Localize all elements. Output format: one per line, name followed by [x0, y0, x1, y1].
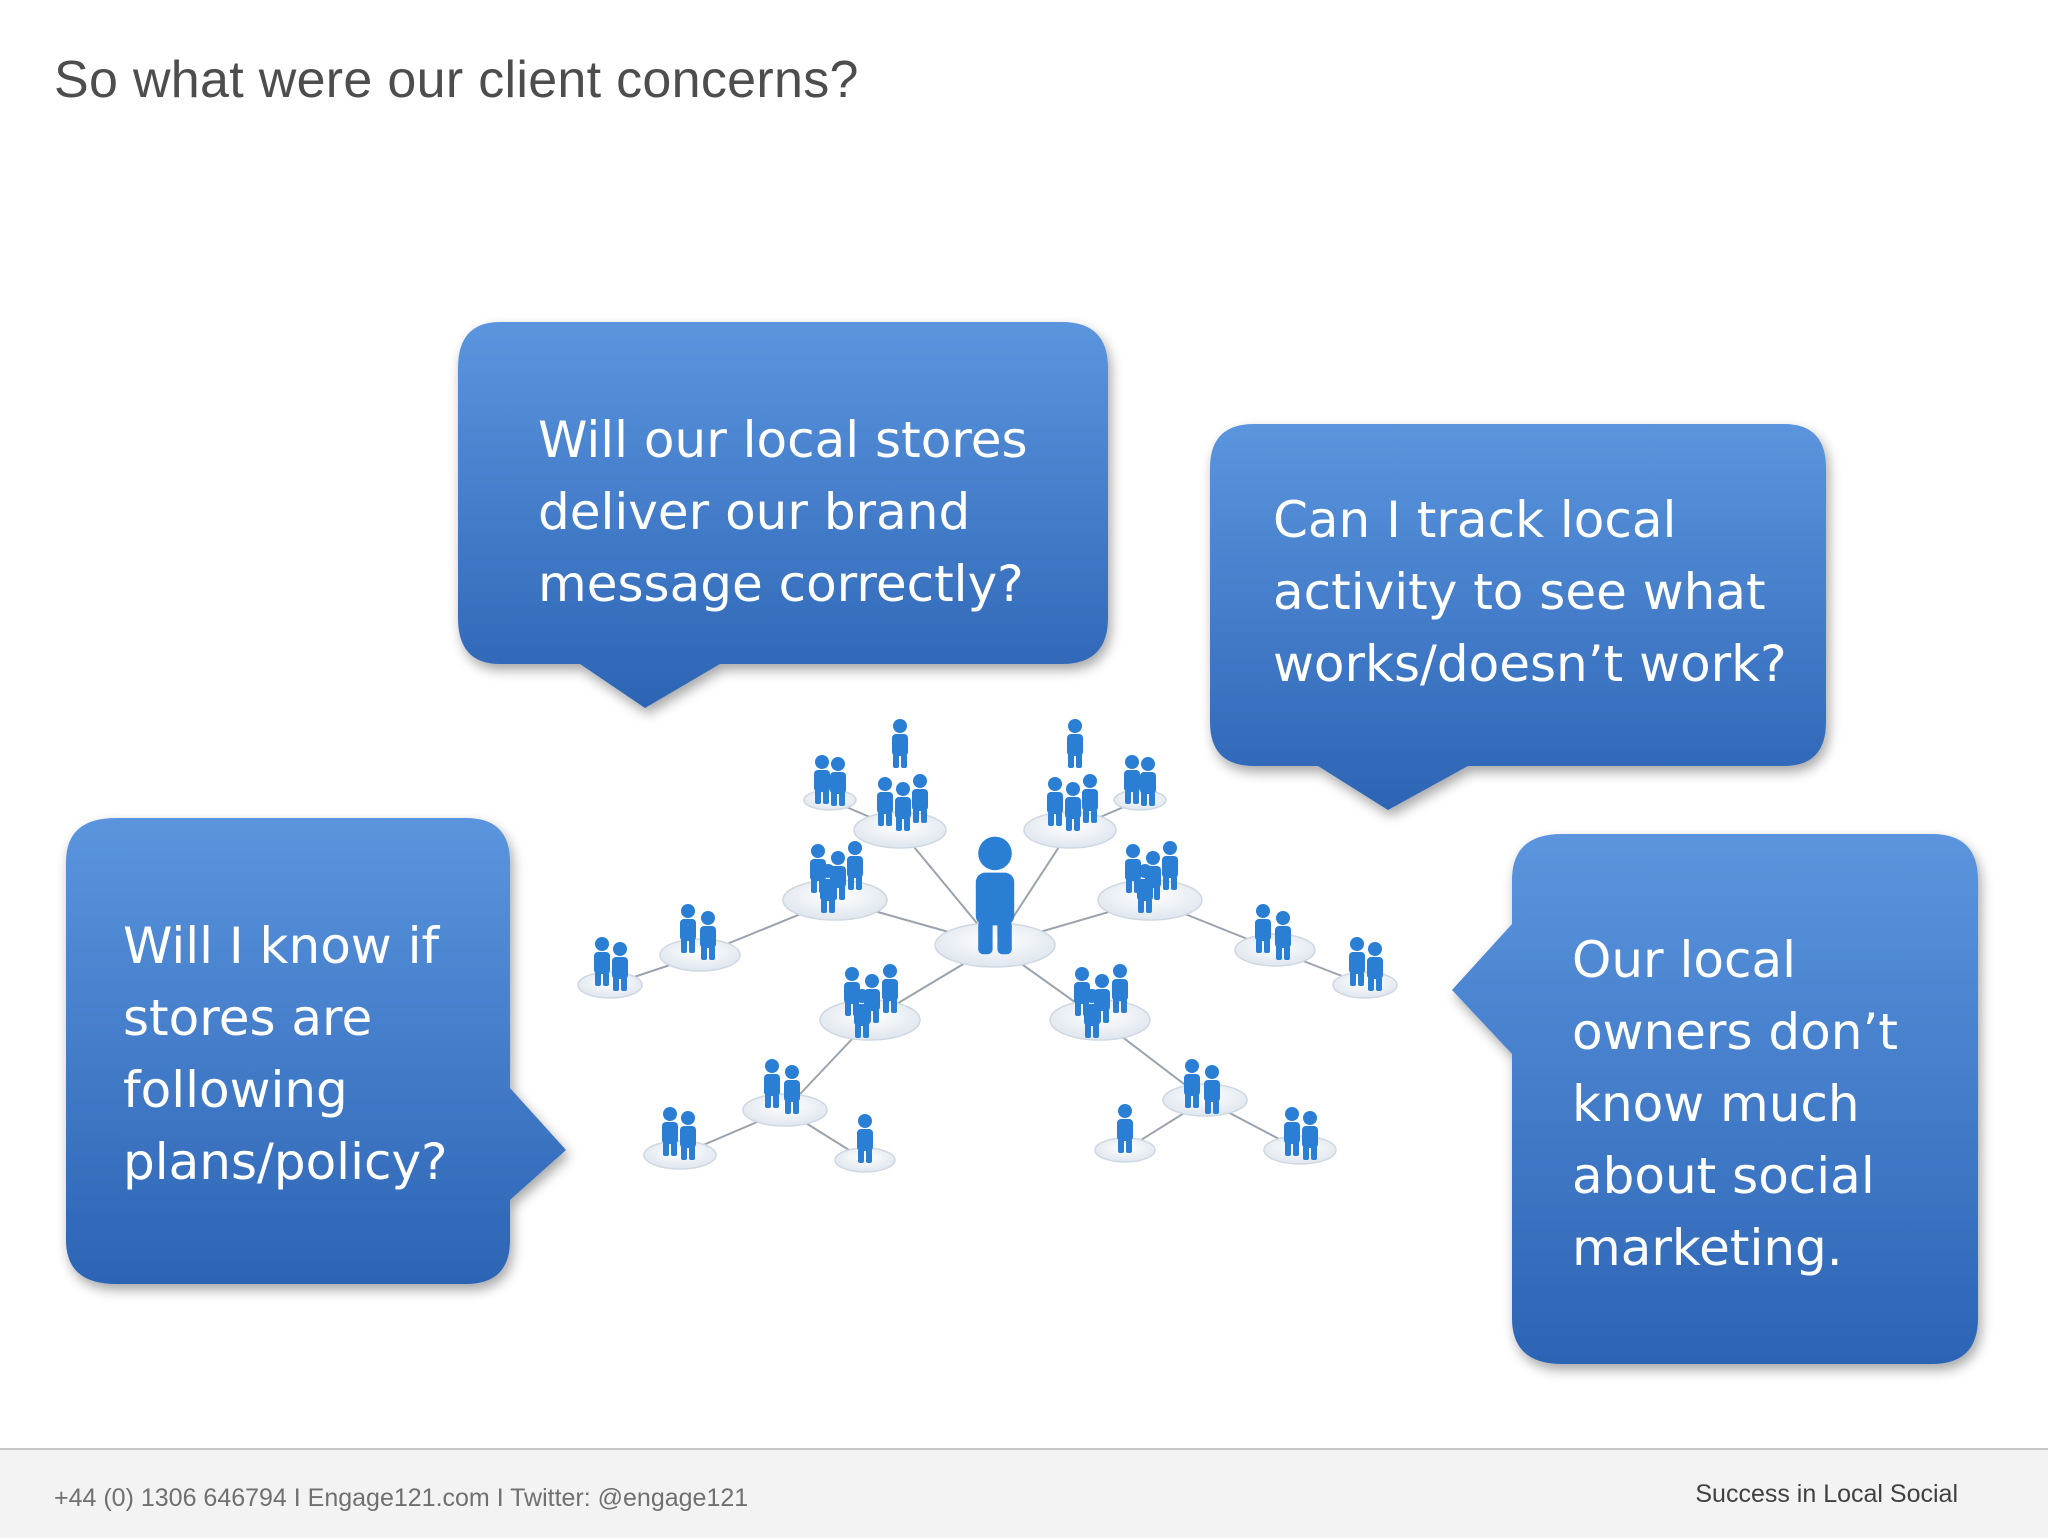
concern-plans-policy: Will I know if stores are following plan… — [123, 917, 448, 1191]
slide-title: So what were our client concerns? — [54, 51, 859, 109]
concerns-diagram — [66, 322, 1978, 1364]
footer-contact: +44 (0) 1306 646794 I Engage121.com I Tw… — [54, 1484, 749, 1512]
speech-bubble-left — [66, 818, 566, 1284]
concern-track-activity: Can I track local activity to see what w… — [1273, 491, 1787, 693]
concern-social-marketing-knowledge: Our local owners don’t know much about s… — [1572, 931, 1898, 1277]
footer-tagline: Success in Local Social — [1695, 1480, 1958, 1508]
speech-bubble-top — [458, 322, 1108, 708]
concern-brand-message: Will our local stores deliver our brand … — [538, 411, 1028, 613]
speech-bubble-right-bottom — [1452, 834, 1978, 1364]
people-figures — [594, 719, 1383, 1163]
footer-bar: +44 (0) 1306 646794 I Engage121.com I Tw… — [0, 1448, 2048, 1538]
speech-bubble-right-top — [1210, 424, 1826, 810]
